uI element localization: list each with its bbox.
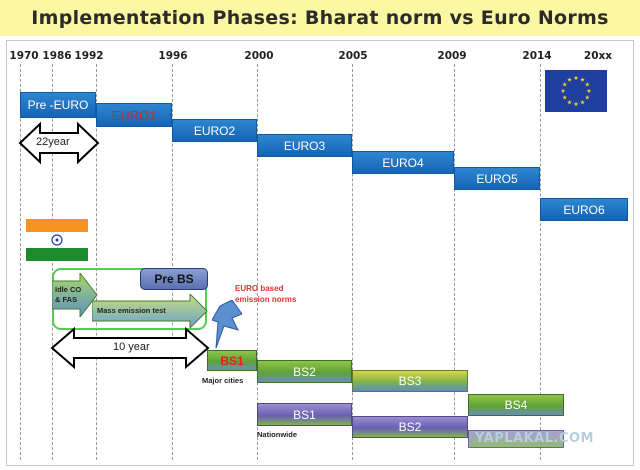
- euro1-label: EURO1: [111, 107, 157, 123]
- bs2-major-cities-bar: BS2: [257, 360, 352, 383]
- span-10-year-label: 10 year: [113, 341, 150, 353]
- euro5-label: EURO5: [476, 171, 518, 186]
- eu-star-icon: [560, 88, 566, 93]
- bs2-major-cities-label: BS2: [293, 364, 316, 379]
- title-bar: Implementation Phases: Bharat norm vs Eu…: [0, 0, 640, 36]
- year-label: 2009: [437, 50, 467, 62]
- year-guide-line: [352, 64, 353, 460]
- year-guide-line: [454, 64, 455, 460]
- bs1-nationwide-label: BS1: [293, 407, 316, 422]
- eu-star-icon: [584, 95, 590, 100]
- bs-next-nationwide-bar: [468, 430, 564, 448]
- year-label: 1986: [42, 50, 72, 62]
- mass-emission-label: Mass emission test: [97, 306, 166, 315]
- eu-star-icon: [567, 99, 572, 105]
- year-label: 2005: [338, 50, 368, 62]
- span-22-year-label: 22year: [36, 136, 70, 148]
- india-flag-icon: [26, 219, 88, 261]
- bs1-nationwide-bar: BS1: [257, 403, 352, 426]
- year-label: 2000: [244, 50, 274, 62]
- eu-star-icon: [584, 82, 590, 87]
- year-guide-line: [257, 64, 258, 460]
- euro3-bar: EURO3: [257, 134, 352, 157]
- euro4-bar: EURO4: [352, 151, 454, 174]
- eu-star-icon: [580, 77, 585, 82]
- eu-star-icon: [562, 82, 568, 87]
- eu-flag-icon: [545, 70, 607, 112]
- eu-star-icon: [573, 101, 579, 106]
- idle-co-arrow: [52, 273, 98, 317]
- year-guide-line: [540, 64, 541, 460]
- year-label: 2014: [522, 50, 552, 62]
- year-guide-line: [20, 64, 21, 460]
- major-cities-label: Major cities: [202, 376, 244, 385]
- euro3-label: EURO3: [283, 138, 326, 153]
- bs4-major-cities-bar: BS4: [468, 394, 564, 416]
- euro2-label: EURO2: [193, 123, 236, 138]
- year-label: 1996: [158, 50, 188, 62]
- idle-co-label: Idle CO: [55, 285, 82, 294]
- eu-star-icon: [562, 95, 568, 100]
- bs1-major-cities-label: BS1: [220, 353, 244, 368]
- euro1-bar: EURO1: [96, 103, 172, 127]
- page-title: Implementation Phases: Bharat norm vs Eu…: [31, 7, 609, 29]
- eu-star-icon: [567, 77, 572, 82]
- euro-based-label-2: emission norms: [235, 295, 297, 304]
- year-guide-line: [96, 64, 97, 460]
- eu-star-icon: [580, 99, 585, 105]
- year-label: 20xx: [583, 50, 613, 62]
- pre-bs-label: Pre BS: [154, 272, 194, 286]
- euro6-label: EURO6: [563, 202, 605, 217]
- euro4-label: EURO4: [382, 155, 424, 170]
- lightning-icon: [212, 300, 242, 348]
- euro6-bar: EURO6: [540, 198, 628, 221]
- year-label: 1970: [9, 50, 39, 62]
- span-22-year-arrow: [18, 121, 100, 165]
- eu-star-icon: [573, 75, 579, 80]
- year-label: 1992: [74, 50, 104, 62]
- mass-emission-arrow: [92, 294, 208, 328]
- euro-based-label: EURO based: [235, 284, 284, 293]
- pre-euro-label: Pre -EURO: [27, 98, 89, 112]
- bs4-major-cities-label: BS4: [504, 398, 528, 412]
- idle-co-label-2: & FAS: [55, 295, 78, 304]
- pre-euro-bar: Pre -EURO: [20, 92, 96, 118]
- eu-star-icon: [586, 88, 592, 93]
- euro5-bar: EURO5: [454, 167, 540, 190]
- watermark: YAPLAKAL.COM: [475, 431, 594, 446]
- year-guide-line: [172, 64, 173, 460]
- nationwide-label: Nationwide: [257, 430, 298, 439]
- span-10-year-arrow: [50, 326, 210, 370]
- bs3-major-cities-label: BS3: [398, 374, 422, 388]
- pre-bs-box: Pre BS: [140, 268, 208, 290]
- bs2-nationwide-label: BS2: [398, 420, 422, 434]
- bs2-nationwide-bar: BS2: [352, 416, 468, 438]
- bs3-major-cities-bar: BS3: [352, 370, 468, 392]
- bs1-major-cities-bar: BS1: [207, 350, 257, 371]
- year-guide-line: [52, 64, 53, 460]
- euro2-bar: EURO2: [172, 119, 257, 142]
